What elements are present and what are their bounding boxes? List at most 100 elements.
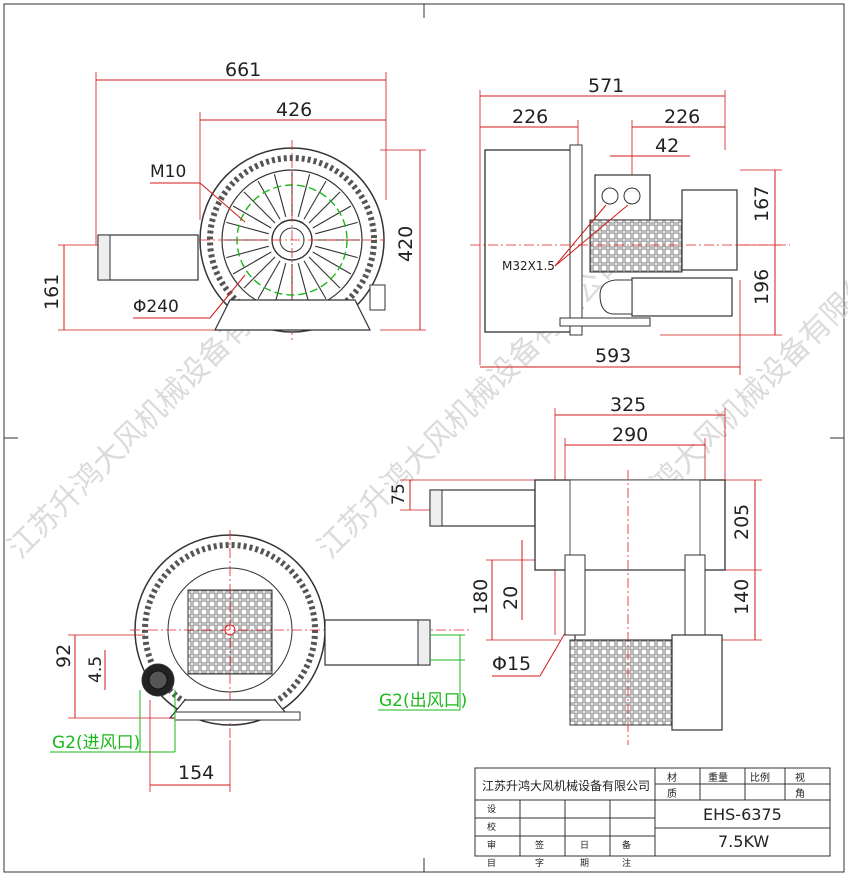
impeller-rib <box>226 245 269 259</box>
dim-290: 290 <box>612 424 648 446</box>
dim-661: 661 <box>225 59 261 81</box>
dim-4-5: 4.5 <box>86 656 106 683</box>
top-view: 325 290 75 205 140 180 20 Φ15 <box>389 394 762 745</box>
dim-42: 42 <box>655 135 679 157</box>
side-view: 571 226 226 42 167 196 593 M32 <box>470 75 790 375</box>
tb-date: 日 <box>580 840 589 851</box>
silencer-elbow <box>599 279 633 315</box>
impeller-rib <box>303 180 327 220</box>
label-m32: M32X1.5 <box>502 259 555 273</box>
m32-leader-1 <box>554 204 607 267</box>
impeller-rib <box>308 191 341 224</box>
tb-model: EHS-6375 <box>703 805 782 824</box>
impeller-rib <box>232 205 272 229</box>
tb-view-2: 角 <box>795 788 805 800</box>
tb-sign: 签 <box>535 839 544 851</box>
tb-sign-2: 字 <box>535 857 544 869</box>
rear-base-plate <box>174 711 301 721</box>
impeller-rib <box>308 256 341 289</box>
impeller-rib <box>243 191 276 224</box>
motor-top <box>569 639 681 726</box>
impeller-rib <box>273 263 287 306</box>
label-phi240: Φ240 <box>133 297 179 317</box>
motor-flange-top <box>574 569 696 641</box>
impeller-rib <box>243 256 276 289</box>
mount-bracket-right <box>684 554 706 636</box>
base-foot <box>214 299 371 331</box>
impeller-rib <box>297 174 311 217</box>
silencer-top <box>429 489 536 527</box>
label-outlet: G2(出风口) <box>379 691 467 711</box>
silencer-side <box>631 277 733 317</box>
dim-196: 196 <box>751 269 773 305</box>
tb-check: 校 <box>487 821 496 833</box>
dim-154: 154 <box>178 762 214 784</box>
tb-review: 审 <box>487 839 496 851</box>
dim-92: 92 <box>53 644 75 668</box>
phi15-leader <box>539 627 569 677</box>
side-foot <box>369 284 386 311</box>
m10-leader <box>199 182 246 223</box>
tb-note-2: 注 <box>622 857 631 869</box>
base-plate <box>559 317 651 327</box>
blower-housing-side <box>484 149 581 333</box>
dim-420: 420 <box>395 226 417 262</box>
phi240-leader <box>209 274 246 319</box>
label-inlet: G2(进风口) <box>52 733 140 753</box>
outlet-silencer <box>324 619 431 666</box>
dim-593: 593 <box>595 345 631 367</box>
impeller-rib <box>303 260 327 300</box>
cable-gland-2 <box>623 187 641 205</box>
impeller-rib <box>315 245 358 259</box>
outlet-silencer-flange <box>417 619 431 666</box>
rear-view: 92 4.5 G2(出风口) G2(进风口) 154 <box>50 530 470 792</box>
cable-gland-1 <box>601 187 619 205</box>
dim-571: 571 <box>588 75 624 97</box>
tb-material: 材 <box>667 771 677 784</box>
impeller-rib <box>312 205 352 229</box>
tb-company: 江苏升鸿大风机械设备有限公司 <box>482 778 650 793</box>
mount-bracket-left <box>564 554 586 636</box>
silencer-top-flange <box>429 489 443 527</box>
impeller-rib <box>257 180 281 220</box>
tb-note: 备 <box>622 839 631 851</box>
outlet-pipe <box>97 234 199 281</box>
impeller-rib <box>226 221 269 235</box>
dim-167: 167 <box>751 186 773 222</box>
motor-fan-cover <box>681 189 738 271</box>
housing-flange <box>569 144 583 336</box>
tb-item: 目 <box>487 858 496 869</box>
dim-226-right: 226 <box>664 106 700 128</box>
tb-material-2: 质 <box>667 788 677 800</box>
title-block-border <box>474 767 831 857</box>
tb-power: 7.5KW <box>718 832 769 851</box>
m32-leader-2 <box>554 204 629 267</box>
tb-design: 设 <box>487 804 496 815</box>
tb-scale: 比例 <box>750 771 770 784</box>
impeller-rib <box>257 260 281 300</box>
dim-161: 161 <box>41 274 63 310</box>
dim-140: 140 <box>731 579 753 615</box>
impeller-rib <box>297 263 311 306</box>
dim-226-left: 226 <box>512 106 548 128</box>
outlet-flange <box>97 234 111 281</box>
tb-date-2: 期 <box>580 858 589 869</box>
dim-180: 180 <box>470 579 492 615</box>
tb-view: 视 <box>795 771 805 784</box>
dim-75: 75 <box>389 483 409 505</box>
label-phi15: Φ15 <box>492 653 531 675</box>
impeller-rib <box>232 251 272 275</box>
title-block <box>474 767 831 857</box>
label-m10: M10 <box>150 162 186 182</box>
front-view: 661 426 420 161 M10 Φ240 <box>41 59 426 340</box>
impeller-rib <box>312 251 352 275</box>
impeller-rib <box>315 221 358 235</box>
inlet-port-inner <box>148 670 168 690</box>
dim-325: 325 <box>610 394 646 416</box>
dim-20: 20 <box>500 586 522 610</box>
motor-fins <box>589 219 683 273</box>
housing-top-inner <box>569 479 701 571</box>
tb-weight: 重量 <box>708 771 728 784</box>
dim-426: 426 <box>276 99 312 121</box>
